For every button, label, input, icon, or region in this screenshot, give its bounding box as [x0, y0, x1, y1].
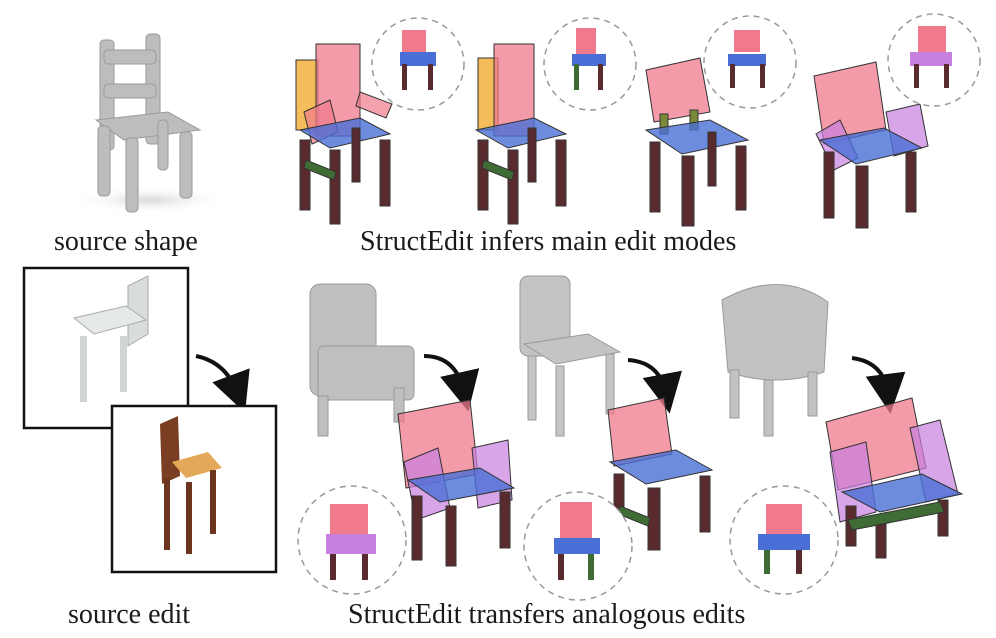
target-2-pointcloud-thumbnail: [523, 491, 633, 601]
target-3-edited-chair: [825, 397, 964, 559]
source-edit-after-panel: [110, 404, 278, 574]
target-1-source-gray-chair: [309, 283, 415, 437]
edit-mode-4-pointcloud-thumbnail: [887, 13, 981, 107]
source-shape-chair: [70, 33, 230, 214]
edit-mode-2-pointcloud-thumbnail: [543, 17, 637, 111]
source-edit-before-panel: [22, 266, 190, 430]
target-1-edited-chair: [397, 399, 516, 567]
source-edit-arrow: [195, 354, 250, 413]
target-3-source-gray-chair: [721, 284, 829, 437]
target-2-edited-chair: [607, 397, 714, 551]
edit-mode-1-pointcloud-thumbnail: [371, 17, 465, 111]
caption-transfers-edits: StructEdit transfers analogous edits: [348, 599, 746, 630]
edit-mode-4-chair: [813, 61, 929, 229]
target-1-pointcloud-thumbnail: [297, 485, 407, 595]
caption-source-edit: source edit: [68, 599, 191, 630]
edit-mode-3-chair: [644, 57, 750, 227]
edit-mode-1-chair: [295, 43, 393, 225]
target-1-arrow: [423, 354, 480, 412]
target-3-arrow: [851, 356, 906, 414]
target-2-arrow: [627, 358, 682, 414]
target-3-pointcloud-thumbnail: [729, 485, 839, 595]
target-2-source-gray-chair: [519, 275, 622, 437]
caption-infers-edit-modes: StructEdit infers main edit modes: [360, 226, 737, 257]
edit-mode-3-pointcloud-thumbnail: [703, 15, 797, 109]
caption-source-shape: source shape: [54, 226, 198, 257]
edit-mode-2-chair: [474, 43, 568, 225]
